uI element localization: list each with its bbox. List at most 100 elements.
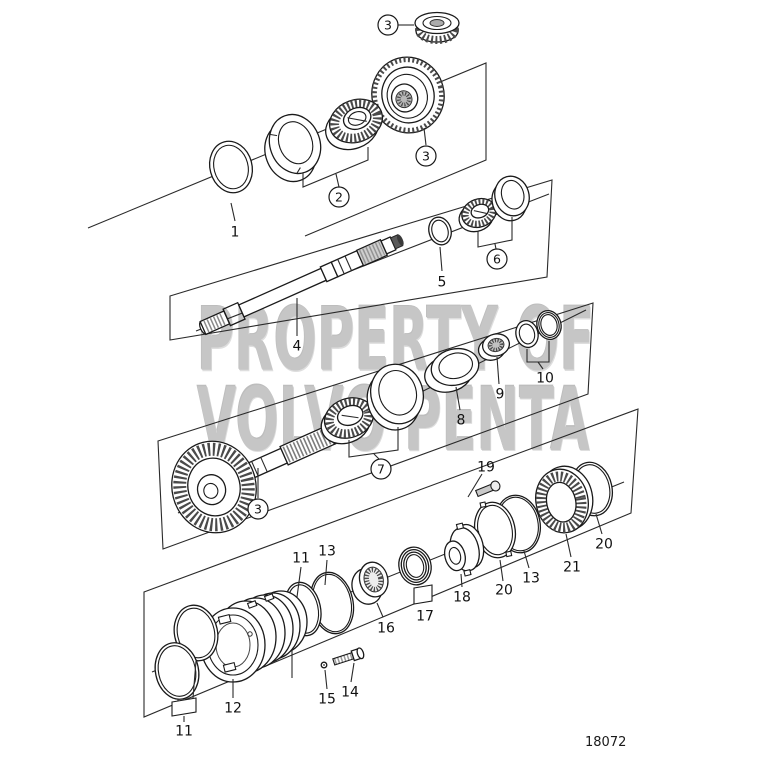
callout-5-5: 5 (438, 275, 447, 291)
callout-6-6: 6 (486, 248, 508, 270)
leader-19 (467, 473, 483, 498)
part-washer-5 (428, 216, 452, 246)
callout-19-17: 19 (477, 460, 495, 476)
callout-20-18: 20 (495, 583, 513, 599)
callout-label: 3 (384, 18, 392, 33)
callout-4-4: 4 (293, 339, 302, 355)
callout-17-15: 17 (416, 609, 434, 625)
callout-18-16: 18 (453, 590, 471, 606)
callout-circle (486, 248, 508, 270)
part-bearing-cup-6 (491, 175, 530, 222)
callout-3-3: 3 (415, 145, 437, 167)
part-gear-shaft (238, 424, 338, 483)
callout-3-0: 3 (377, 14, 399, 36)
panel-clutch (143, 408, 639, 718)
callout-label: 20 (595, 537, 613, 553)
part-clutch-cone-21 (535, 465, 594, 534)
callout-label: 18 (453, 590, 471, 606)
part-bearing-cone-2 (325, 98, 384, 151)
part-pin-15 (320, 661, 328, 669)
callout-14-25: 14 (341, 685, 359, 701)
leader-13a (324, 559, 328, 586)
callout-label: 1 (231, 225, 240, 241)
callout-8-9: 8 (457, 413, 466, 429)
part-roll-pin-19 (474, 480, 501, 498)
callout-21-20: 21 (563, 560, 581, 576)
callout-label: 10 (536, 371, 554, 387)
leader-lines (171, 24, 603, 722)
callout-9-10: 9 (496, 387, 505, 403)
part-spacer-sleeve-8 (424, 347, 480, 393)
callout-label: 16 (377, 621, 395, 637)
leader-11c (296, 566, 302, 598)
callout-label: 9 (496, 387, 505, 403)
part-seal-ring-10b (536, 309, 562, 341)
leader-15 (324, 669, 328, 690)
leader-20a (499, 559, 504, 582)
callout-label: 13 (522, 571, 540, 587)
leader-1 (230, 202, 236, 222)
tag-11 (171, 697, 197, 717)
bracket-7 (348, 427, 399, 460)
callout-label: 4 (293, 339, 302, 355)
callout-label: 15 (318, 692, 336, 708)
axis-lines (151, 193, 625, 673)
callout-label: 13 (318, 544, 336, 560)
leader-13b (523, 550, 530, 569)
part-bearing-cone-6 (458, 197, 497, 233)
tag-17 (413, 584, 433, 605)
part-input-shaft (198, 234, 404, 336)
leader-16 (376, 602, 384, 618)
panel-shaft (169, 179, 553, 341)
part-bevel-pinion (414, 11, 460, 44)
leader-5 (439, 246, 443, 272)
part-clutch-drum-12 (200, 590, 308, 683)
callout-11-23: 11 (175, 724, 193, 740)
leader-20b (595, 513, 603, 535)
part-shim-ring-1 (208, 140, 254, 194)
part-splined-sleeve-9 (477, 333, 511, 361)
leader-8 (455, 386, 461, 411)
callout-10-11: 10 (536, 371, 554, 387)
callout-15-24: 15 (318, 692, 336, 708)
callout-circle (328, 186, 350, 208)
callout-20-21: 20 (595, 537, 613, 553)
callout-label: 5 (438, 275, 447, 291)
part-bearing-cone-7 (320, 397, 375, 445)
callout-label: 3 (422, 149, 430, 164)
callout-label: 14 (341, 685, 359, 701)
panel-outlines (87, 62, 639, 718)
bracket-2 (302, 147, 369, 188)
callout-label: 17 (416, 609, 434, 625)
leader-21 (565, 533, 572, 558)
callout-11-12: 11 (292, 551, 310, 567)
panel-gear-shaft (157, 302, 594, 550)
callout-label: 19 (477, 460, 495, 476)
callout-16-14: 16 (377, 621, 395, 637)
part-drive-gear (371, 56, 445, 134)
bracket-10 (526, 341, 550, 370)
callout-label: 12 (224, 701, 242, 717)
figure-number: 18072 (585, 735, 627, 750)
callout-circle (415, 145, 437, 167)
leader-14 (350, 662, 355, 683)
part-needle-bearing-16 (351, 561, 389, 605)
callout-label: 6 (493, 252, 501, 267)
part-ring-11a (154, 642, 200, 700)
part-seal-ring-10a (515, 319, 539, 349)
callout-label: 3 (254, 502, 262, 517)
callout-label: 11 (292, 551, 310, 567)
callout-12-22: 12 (224, 701, 242, 717)
callout-label: 11 (175, 724, 193, 740)
leader-9 (496, 356, 500, 385)
callout-1-1: 1 (231, 225, 240, 241)
part-bolt-14 (332, 647, 365, 666)
callout-circle (247, 498, 269, 520)
part-hub-18 (443, 522, 485, 577)
leader-18 (460, 573, 463, 588)
callout-circle (370, 458, 392, 480)
callout-label: 21 (563, 560, 581, 576)
callout-label: 8 (457, 413, 466, 429)
